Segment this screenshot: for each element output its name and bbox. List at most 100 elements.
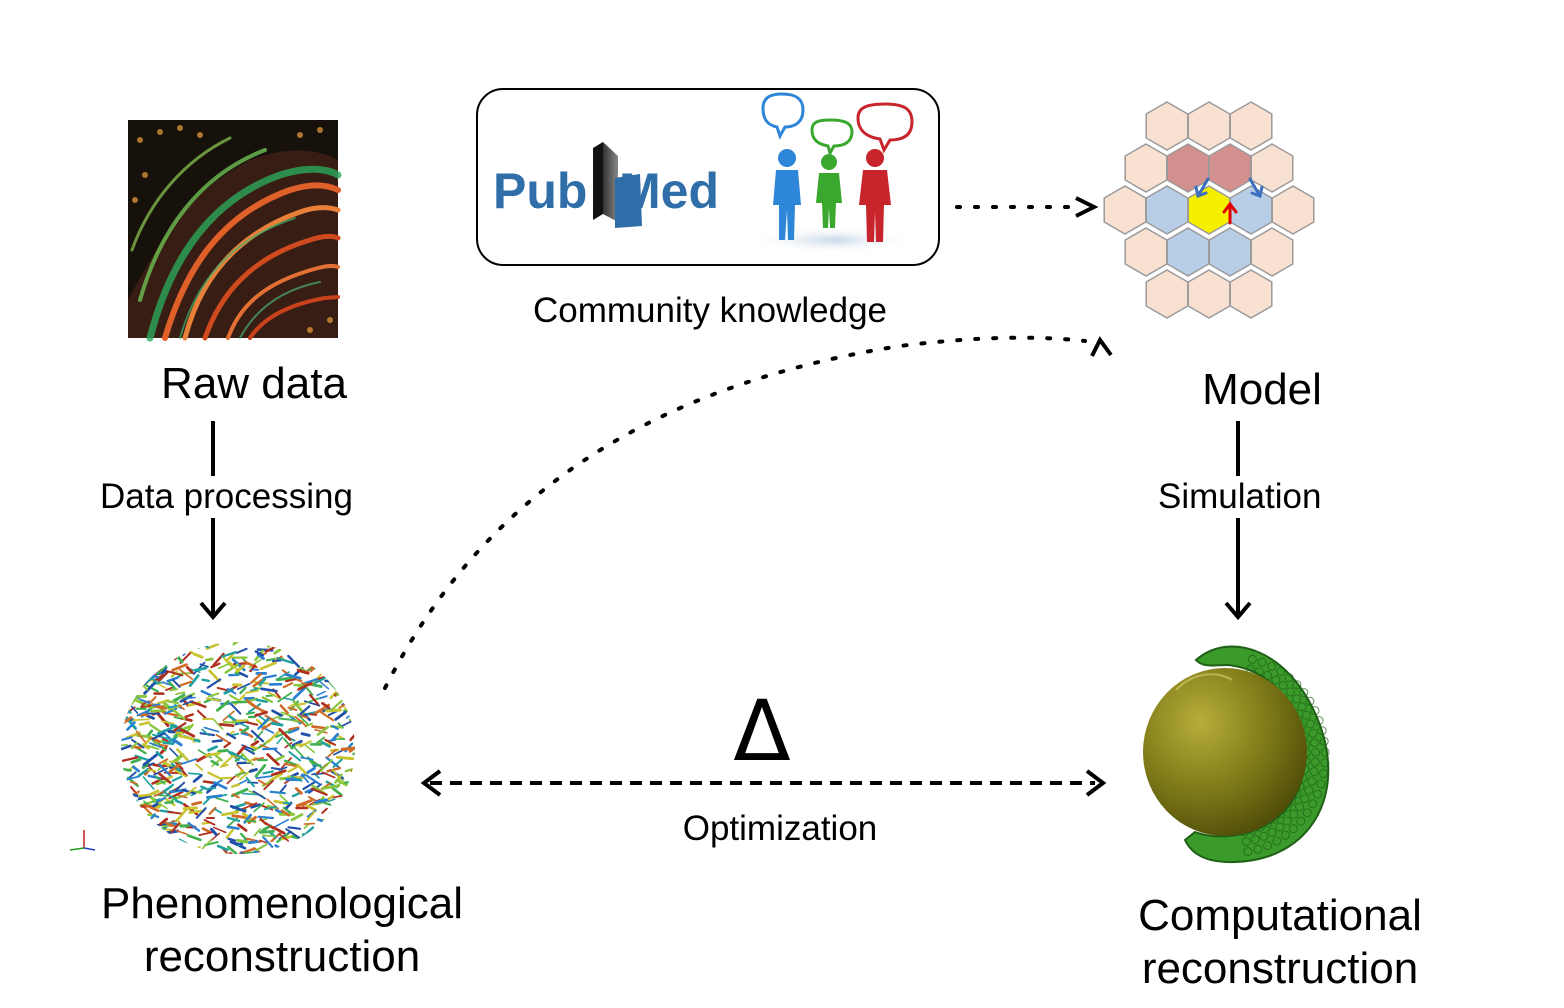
vector-field-stroke xyxy=(140,722,149,724)
vector-field-stroke xyxy=(332,663,340,664)
vector-field-stroke xyxy=(298,655,307,657)
vector-field-stroke xyxy=(126,813,133,822)
vector-field-stroke xyxy=(151,644,162,651)
simulation-arrow xyxy=(1226,421,1250,617)
vector-field-stroke xyxy=(348,675,356,676)
vector-field-stroke xyxy=(347,802,353,809)
optimization-label: Optimization xyxy=(640,808,920,850)
vector-field-stroke xyxy=(122,849,130,851)
vector-field-stroke xyxy=(276,820,289,827)
vector-field-stroke xyxy=(171,689,178,690)
vector-field-stroke xyxy=(275,756,284,760)
vector-field-stroke xyxy=(289,827,301,829)
vector-field-stroke xyxy=(234,636,246,644)
vector-field-stroke xyxy=(149,662,158,666)
vector-field-stroke xyxy=(218,846,228,850)
model-hex-cell xyxy=(1230,102,1272,150)
vector-field-stroke xyxy=(186,714,193,716)
vector-field-stroke xyxy=(121,745,127,746)
model-hex-cell xyxy=(1230,270,1272,318)
vector-field-stroke xyxy=(161,634,170,642)
vector-field-stroke xyxy=(268,642,273,647)
vector-field-stroke xyxy=(135,827,149,834)
vector-field-stroke xyxy=(350,720,364,726)
vector-field-stroke xyxy=(264,771,273,773)
data-processing-label: Data processing xyxy=(98,476,355,518)
vector-field-stroke xyxy=(168,701,178,703)
vector-field-stroke xyxy=(156,648,161,653)
vector-field-stroke xyxy=(225,743,231,747)
vector-field-stroke xyxy=(247,701,257,708)
vector-field-stroke xyxy=(158,645,171,653)
vector-field-stroke xyxy=(145,837,156,846)
vector-field-stroke xyxy=(333,804,341,812)
pubmed-logo-med-text: Med xyxy=(619,163,719,219)
vector-field-stroke xyxy=(282,642,290,648)
vector-field-stroke xyxy=(261,663,275,669)
vector-field-stroke xyxy=(260,831,273,832)
vector-field-stroke xyxy=(238,825,246,831)
vector-field-stroke xyxy=(153,704,160,705)
model-hex-cell xyxy=(1125,228,1167,276)
vector-field-stroke xyxy=(322,664,332,674)
vector-field-stroke xyxy=(336,836,346,845)
vector-field-stroke xyxy=(123,825,129,831)
model-hex-cell xyxy=(1146,270,1188,318)
vector-field-stroke xyxy=(257,700,267,702)
vector-field-stroke xyxy=(172,650,182,662)
vector-field-stroke xyxy=(324,658,332,668)
vector-field-stroke xyxy=(303,846,317,848)
vector-field-stroke xyxy=(344,808,354,817)
vector-field-stroke xyxy=(187,667,192,672)
knowledge-to-model-arrow xyxy=(957,198,1094,216)
vector-field-stroke xyxy=(352,638,364,644)
vector-field-stroke xyxy=(142,658,147,662)
model-hex-cell xyxy=(1146,102,1188,150)
vector-field-stroke xyxy=(123,811,129,813)
vector-field-stroke xyxy=(326,758,338,767)
vector-field-stroke xyxy=(311,833,317,841)
vector-field-stroke xyxy=(338,653,347,655)
vector-field-stroke xyxy=(198,711,206,719)
vector-field-stroke xyxy=(185,844,193,848)
vector-field-stroke xyxy=(131,782,137,784)
vector-field-stroke xyxy=(173,777,182,781)
vector-field-stroke xyxy=(148,653,155,658)
computational-image xyxy=(1143,647,1329,863)
vector-field-stroke xyxy=(296,789,301,794)
vector-field-stroke xyxy=(199,832,212,835)
model-hex-cell xyxy=(1167,144,1209,192)
vector-field-stroke xyxy=(271,792,285,793)
vector-field-stroke xyxy=(345,782,359,783)
vector-field-stroke xyxy=(150,826,157,831)
vector-field-stroke xyxy=(203,829,211,833)
vector-field-stroke xyxy=(122,842,128,844)
vector-field-stroke xyxy=(141,642,150,644)
vector-field-stroke xyxy=(317,692,325,696)
vector-field-stroke xyxy=(347,714,352,718)
computational-label-line2: reconstruction xyxy=(1110,943,1450,995)
feedback-curve-arrow xyxy=(385,338,1111,688)
vector-field-stroke xyxy=(354,753,367,754)
vector-field-stroke xyxy=(139,829,145,832)
vector-field-stroke xyxy=(341,814,349,818)
vector-field-stroke xyxy=(127,681,141,687)
vector-field-stroke xyxy=(148,713,160,714)
vector-field-stroke xyxy=(158,714,168,726)
vector-field-stroke xyxy=(281,785,286,792)
vector-field-stroke xyxy=(316,852,328,856)
vector-field-stroke xyxy=(307,806,315,810)
vector-field-stroke xyxy=(195,654,203,657)
vector-field-stroke xyxy=(126,814,139,819)
vector-field-stroke xyxy=(184,638,190,642)
vector-field-stroke xyxy=(175,756,181,761)
vector-field-stroke xyxy=(147,716,153,719)
vector-field-stroke xyxy=(306,746,315,753)
vector-field-stroke xyxy=(184,649,189,655)
vector-field-stroke xyxy=(130,650,143,657)
vector-field-stroke xyxy=(345,710,356,711)
vector-field-stroke xyxy=(251,747,257,749)
vector-field-stroke xyxy=(335,667,347,672)
vector-field-stroke xyxy=(212,829,217,834)
vector-field-stroke xyxy=(259,817,273,818)
